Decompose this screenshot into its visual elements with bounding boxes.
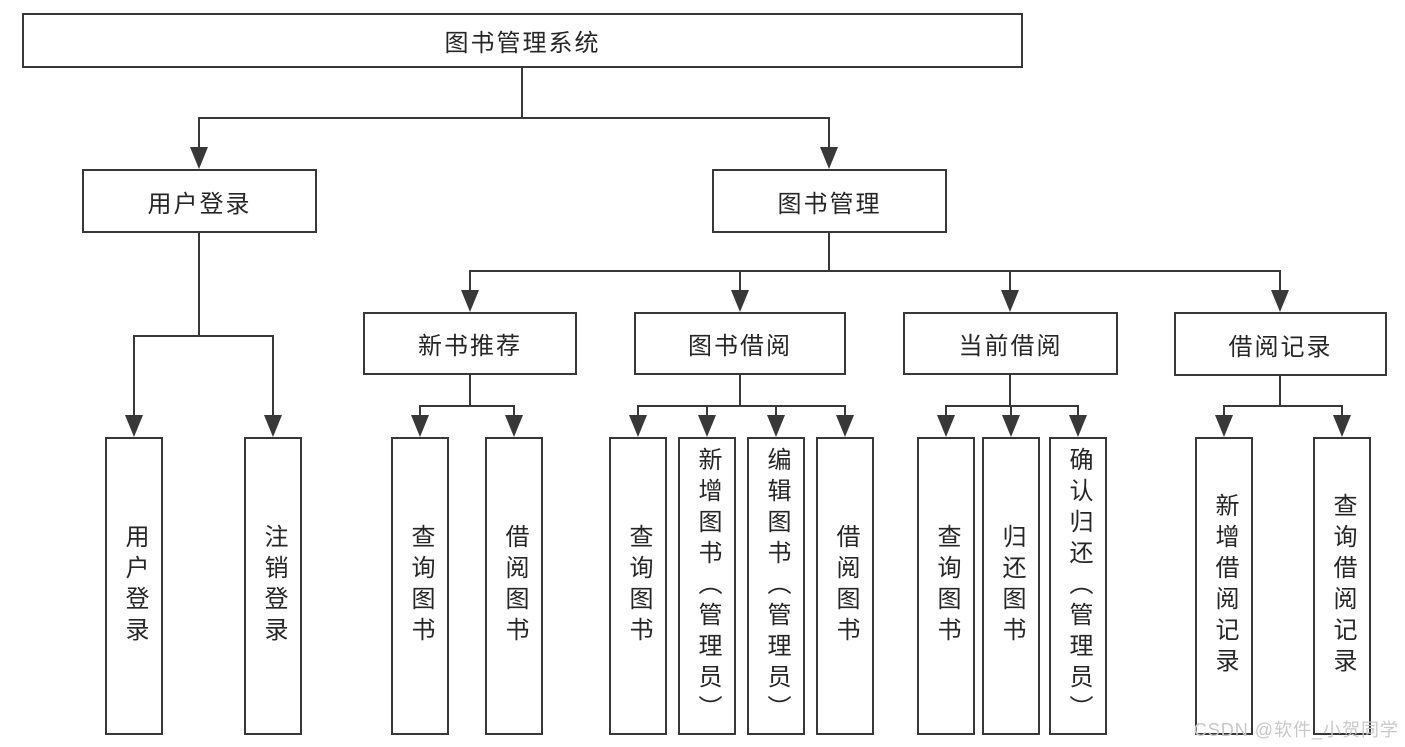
leaf-recommend-query-book: 查询图书 bbox=[391, 437, 449, 735]
node-current-borrow-label: 当前借阅 bbox=[958, 333, 1063, 360]
leaf-borrow-edit-book-admin-label: 编辑图书（管理员） bbox=[763, 446, 790, 726]
arrow-down-icon bbox=[767, 415, 785, 437]
node-book-management-label: 图书管理 bbox=[777, 190, 882, 218]
arrow-down-icon bbox=[698, 415, 716, 437]
arrow-down-icon bbox=[1215, 415, 1233, 437]
leaf-borrow-edit-book-admin: 编辑图书（管理员） bbox=[747, 437, 805, 735]
leaf-recommend-borrow-book: 借阅图书 bbox=[485, 437, 543, 735]
leaf-record-add-borrow-record-label: 新增借阅记录 bbox=[1211, 493, 1238, 679]
leaf-borrow-add-book-admin: 新增图书（管理员） bbox=[678, 437, 736, 735]
leaf-current-confirm-return-admin: 确认归还（管理员） bbox=[1049, 437, 1107, 735]
csdn-watermark: CSDN @软件_小贺同学 bbox=[1193, 720, 1399, 740]
leaf-user-login: 用户登录 bbox=[105, 437, 163, 735]
arrow-down-icon bbox=[629, 415, 647, 437]
arrow-down-icon bbox=[937, 415, 955, 437]
arrow-down-icon bbox=[411, 415, 429, 437]
node-book-borrow: 图书借阅 bbox=[634, 312, 846, 375]
leaf-logout: 注销登录 bbox=[244, 437, 302, 735]
arrow-down-icon bbox=[1001, 290, 1019, 312]
arrow-down-icon bbox=[461, 290, 479, 312]
leaf-record-query-borrow-record: 查询借阅记录 bbox=[1313, 437, 1371, 735]
node-book-management: 图书管理 bbox=[712, 169, 947, 233]
arrow-down-icon bbox=[505, 415, 523, 437]
arrow-down-icon bbox=[264, 415, 282, 437]
node-book-borrow-label: 图书借阅 bbox=[688, 333, 792, 360]
node-user-login: 用户登录 bbox=[82, 169, 317, 233]
arrow-down-icon bbox=[1271, 290, 1289, 312]
arrow-down-icon bbox=[190, 147, 208, 169]
leaf-current-return-book-label: 归还图书 bbox=[998, 524, 1025, 648]
arrow-down-icon bbox=[1333, 415, 1351, 437]
arrow-down-icon bbox=[820, 147, 838, 169]
node-current-borrow: 当前借阅 bbox=[903, 312, 1118, 375]
leaf-user-login-label: 用户登录 bbox=[121, 524, 148, 648]
leaf-current-query-book-label: 查询图书 bbox=[933, 524, 960, 648]
arrow-down-icon bbox=[836, 415, 854, 437]
arrow-down-icon bbox=[125, 415, 143, 437]
node-new-book-recommend-label: 新书推荐 bbox=[418, 333, 522, 360]
leaf-borrow-query-book-label: 查询图书 bbox=[625, 524, 652, 648]
node-library-system-label: 图书管理系统 bbox=[444, 30, 601, 57]
leaf-borrow-borrow-book-label: 借阅图书 bbox=[832, 524, 859, 648]
node-borrow-record-label: 借阅记录 bbox=[1228, 333, 1333, 361]
leaf-borrow-add-book-admin-label: 新增图书（管理员） bbox=[694, 446, 721, 726]
leaf-current-query-book: 查询图书 bbox=[917, 437, 975, 735]
node-borrow-record: 借阅记录 bbox=[1174, 312, 1387, 376]
leaf-borrow-query-book: 查询图书 bbox=[609, 437, 667, 735]
arrow-down-icon bbox=[1002, 415, 1020, 437]
node-user-login-label: 用户登录 bbox=[147, 190, 252, 218]
arrow-down-icon bbox=[1069, 415, 1087, 437]
leaf-borrow-borrow-book: 借阅图书 bbox=[816, 437, 874, 735]
leaf-record-add-borrow-record: 新增借阅记录 bbox=[1195, 437, 1253, 735]
leaf-current-return-book: 归还图书 bbox=[982, 437, 1040, 735]
leaf-current-confirm-return-admin-label: 确认归还（管理员） bbox=[1065, 446, 1092, 726]
node-library-system: 图书管理系统 bbox=[22, 13, 1023, 68]
arrow-down-icon bbox=[731, 290, 749, 312]
leaf-recommend-query-book-label: 查询图书 bbox=[407, 524, 434, 648]
node-new-book-recommend: 新书推荐 bbox=[363, 312, 577, 375]
leaf-record-query-borrow-record-label: 查询借阅记录 bbox=[1329, 493, 1356, 679]
leaf-recommend-borrow-book-label: 借阅图书 bbox=[501, 524, 528, 648]
leaf-logout-label: 注销登录 bbox=[260, 524, 287, 648]
